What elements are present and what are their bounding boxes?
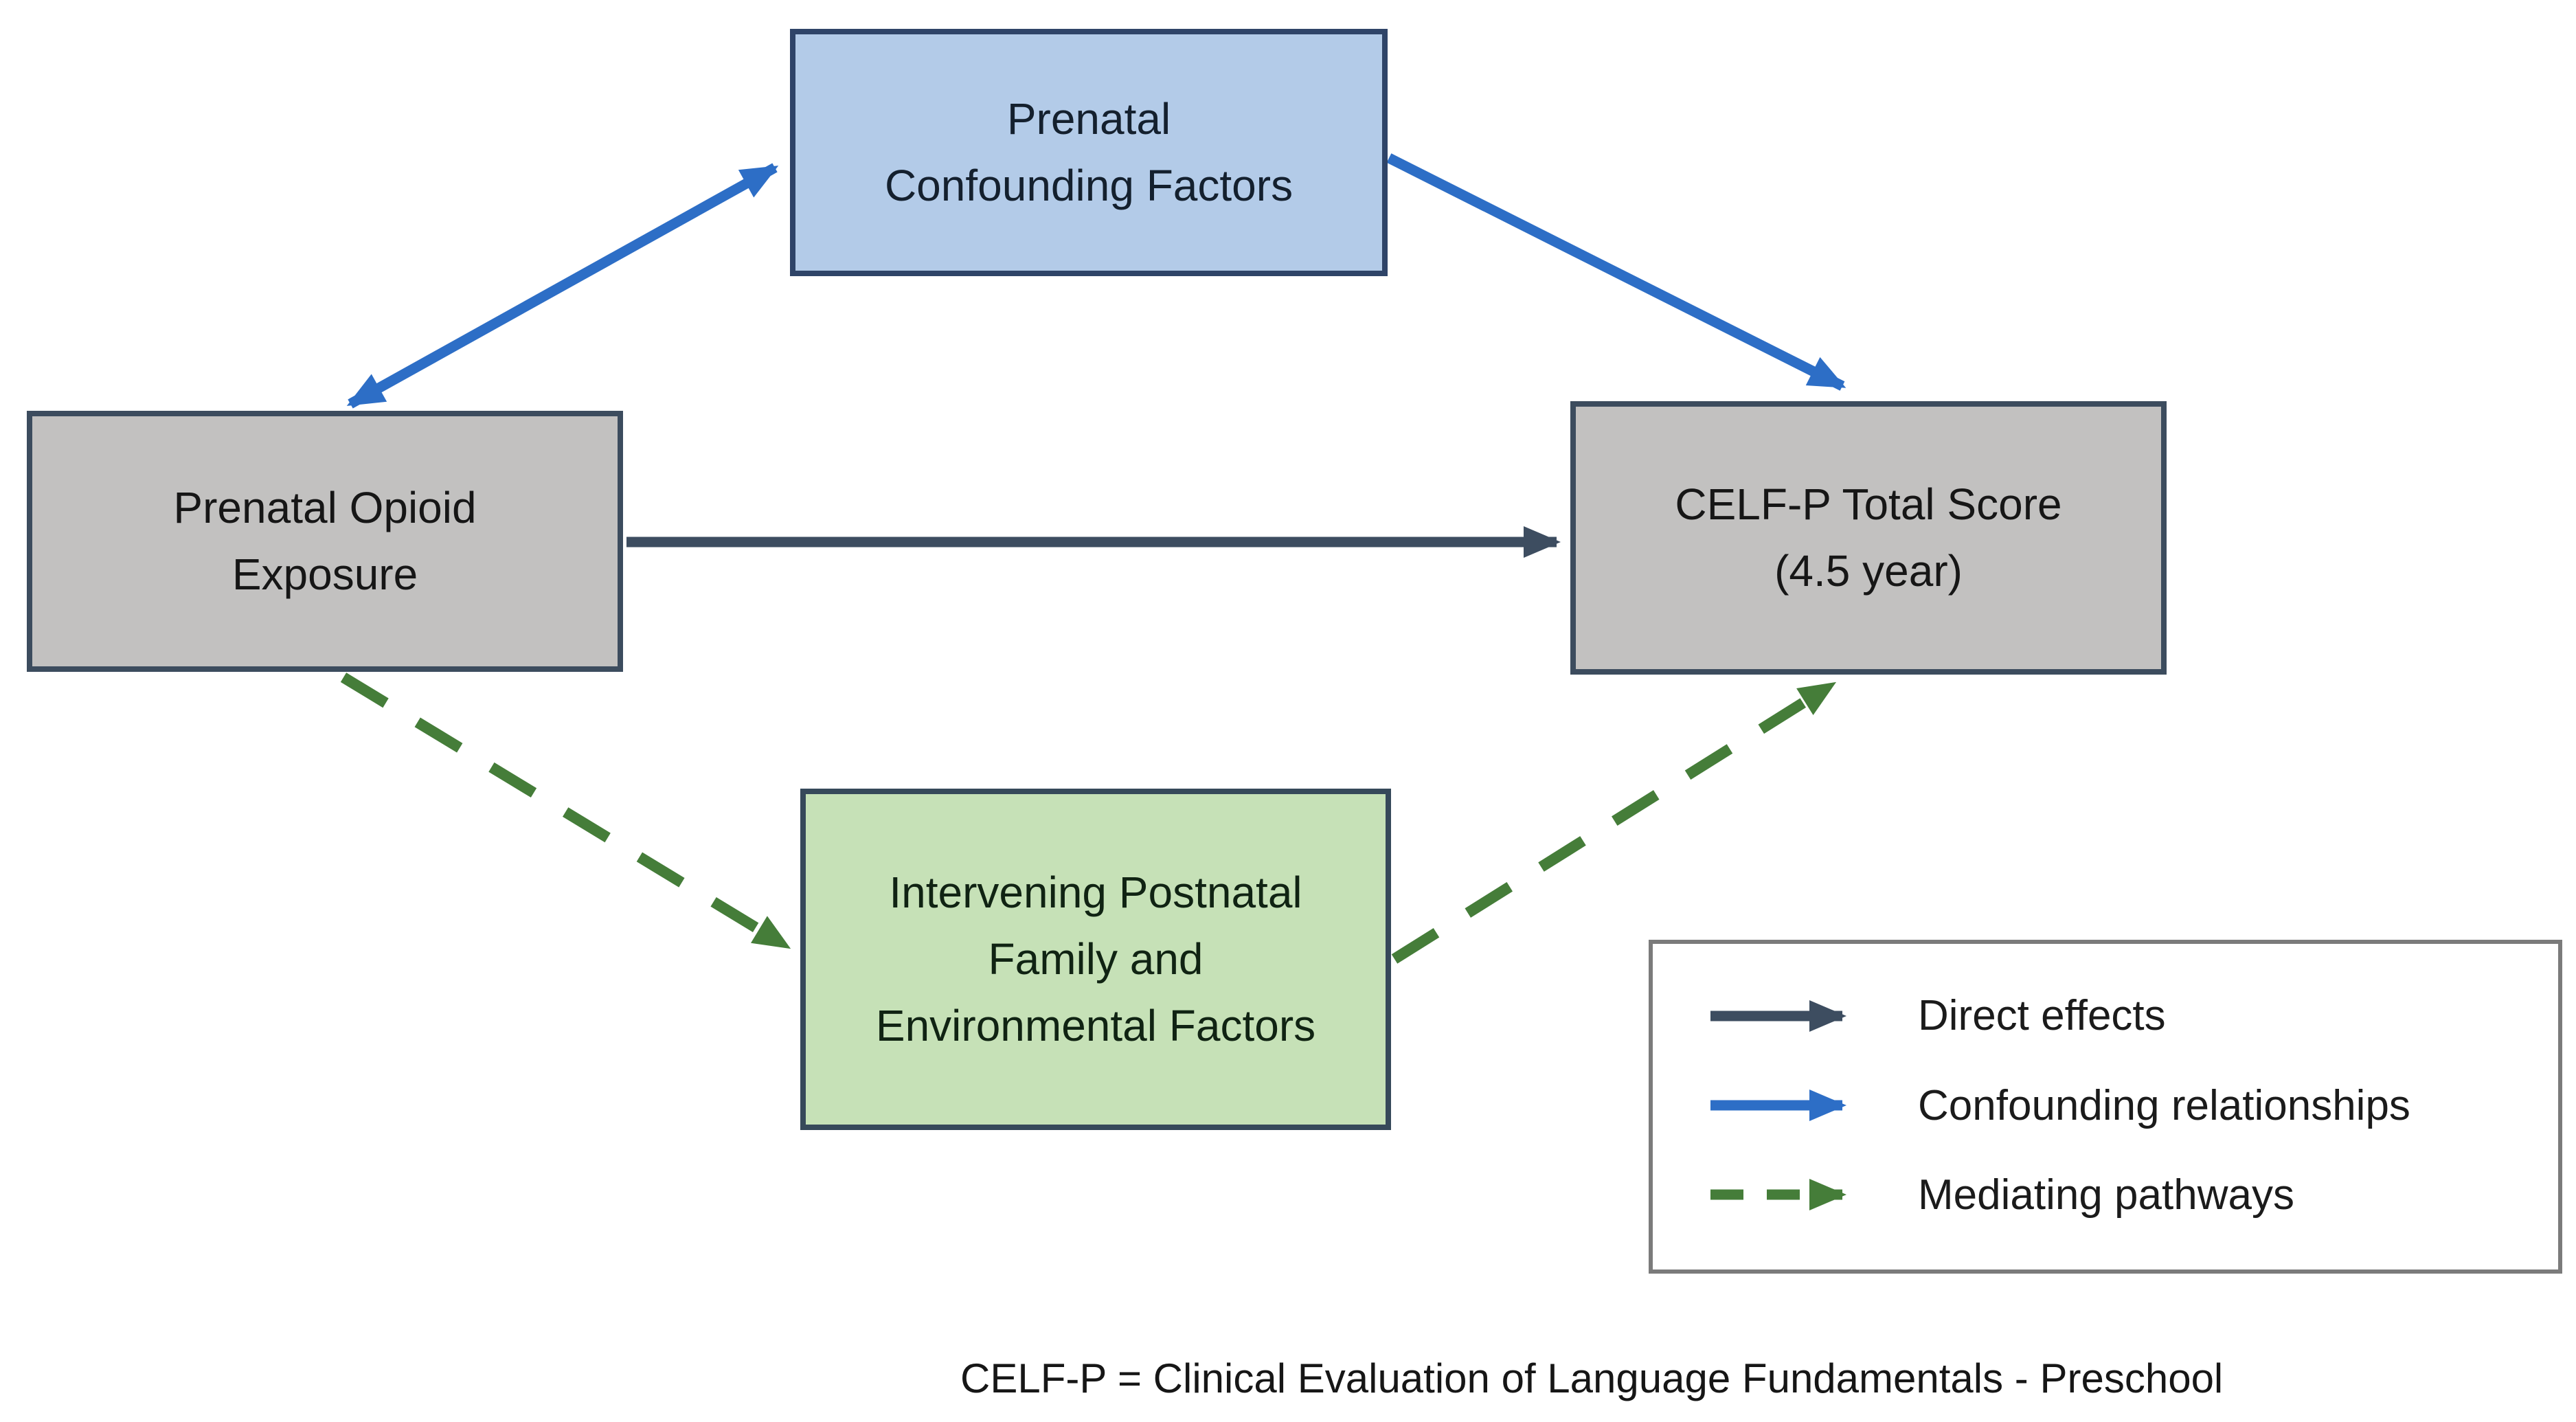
direct-effects-arrow-icon xyxy=(1710,1000,1846,1032)
node-label: Intervening Postnatal Family and Environ… xyxy=(876,859,1315,1059)
legend-box: Direct effects Confounding relationships… xyxy=(1649,940,2562,1274)
node-label-line: Prenatal Opioid xyxy=(173,483,477,532)
node-prenatal-opioid-exposure: Prenatal Opioid Exposure xyxy=(27,411,623,672)
node-label: Prenatal Confounding Factors xyxy=(885,86,1293,219)
legend-item-direct-effects: Direct effects xyxy=(1708,991,2558,1040)
node-intervening-postnatal-factors: Intervening Postnatal Family and Environ… xyxy=(800,789,1391,1130)
node-label-line: (4.5 year) xyxy=(1774,546,1963,596)
figure-footnote: CELF-P = Clinical Evaluation of Language… xyxy=(960,1355,2224,1401)
legend-label: Mediating pathways xyxy=(1918,1171,2294,1219)
node-label-line: Exposure xyxy=(231,550,418,599)
node-label-line: Intervening Postnatal xyxy=(889,868,1302,917)
arrow-confounding-exposure xyxy=(346,163,779,409)
node-label-line: Family and xyxy=(988,934,1204,984)
arrow-mediating-postnatal-to-outcome xyxy=(1391,679,1837,964)
mediating-arrow-icon xyxy=(1710,1179,1846,1211)
node-celf-p-total-score: CELF-P Total Score (4.5 year) xyxy=(1570,401,2167,675)
legend-label: Confounding relationships xyxy=(1918,1081,2410,1129)
arrow-confounding-outcome xyxy=(1386,153,1846,391)
node-label-line: Confounding Factors xyxy=(884,161,1293,210)
legend-item-mediating-pathways: Mediating pathways xyxy=(1708,1171,2558,1219)
node-label-line: Environmental Factors xyxy=(875,1001,1316,1050)
node-label-line: CELF-P Total Score xyxy=(1675,479,2062,529)
legend-item-confounding-relationships: Confounding relationships xyxy=(1708,1081,2558,1130)
node-prenatal-confounding-factors: Prenatal Confounding Factors xyxy=(790,29,1388,276)
node-label: CELF-P Total Score (4.5 year) xyxy=(1675,471,2061,605)
arrow-mediating-exposure-to-postnatal xyxy=(340,673,791,951)
node-label: Prenatal Opioid Exposure xyxy=(173,475,476,608)
node-label-line: Prenatal xyxy=(1006,94,1171,144)
legend-label: Direct effects xyxy=(1918,992,2166,1040)
confounding-arrow-icon xyxy=(1710,1090,1846,1121)
